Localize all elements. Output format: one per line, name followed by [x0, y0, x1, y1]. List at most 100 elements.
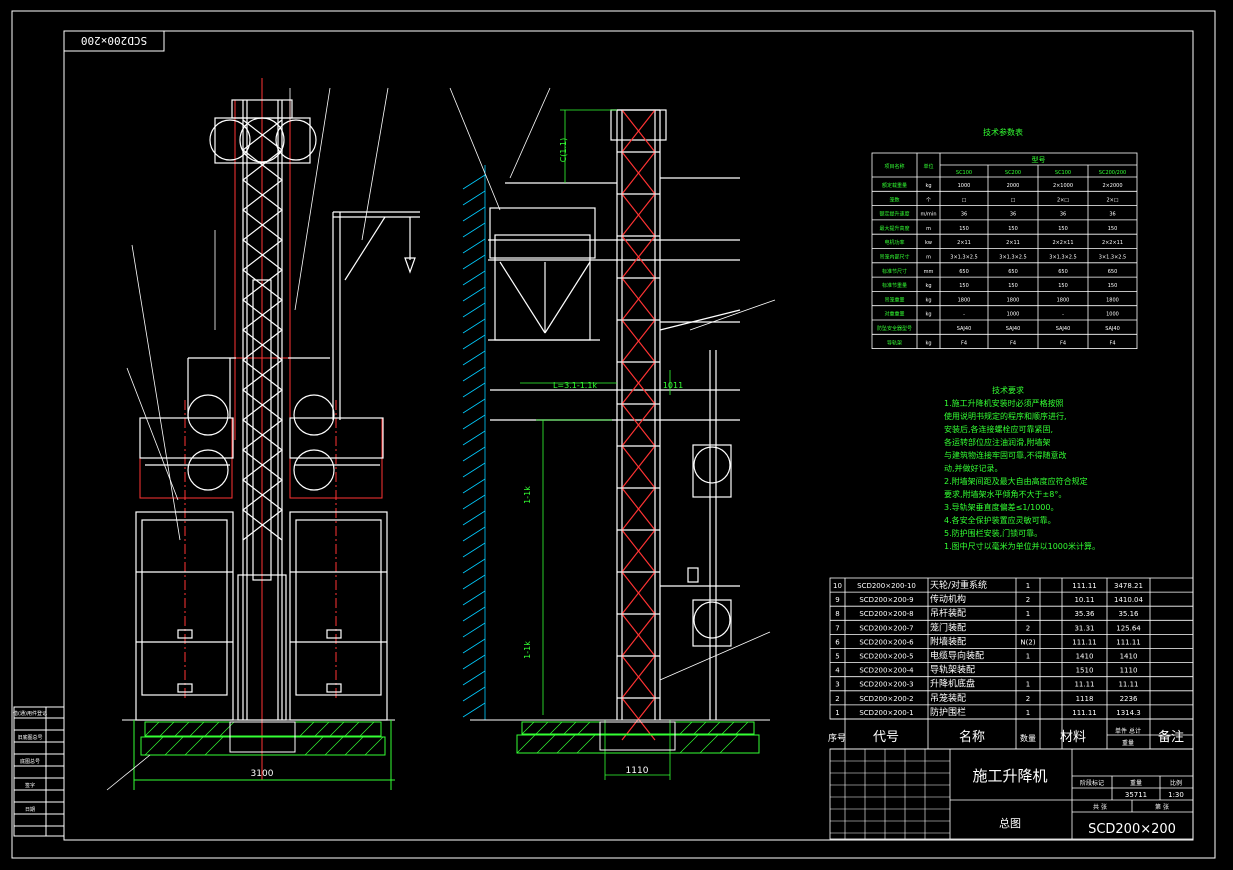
params-cell: 650: [959, 269, 969, 275]
params-col-header: 单位: [923, 163, 933, 170]
parts-cell: 2: [1026, 695, 1030, 703]
params-cell: 额定载重量: [882, 182, 907, 189]
parts-cell: 111.11: [1072, 709, 1097, 717]
tb-sheet2-label: 第 张: [1155, 803, 1169, 811]
params-cell: F4: [1060, 340, 1066, 346]
params-cell: 36: [1109, 212, 1115, 218]
params-cell: 1000: [1106, 312, 1119, 318]
params-cell: kg: [925, 283, 931, 289]
params-cell: □: [962, 197, 967, 203]
parts-cell: 传动机构: [930, 593, 966, 605]
parts-cell: 31.31: [1074, 624, 1094, 632]
parts-cell: 1: [1026, 681, 1030, 689]
params-col-header: SC200/200: [1099, 170, 1126, 176]
params-cell: 个: [926, 197, 931, 203]
main-width-dim: 3100: [251, 769, 274, 779]
params-cell: 2×2×11: [1102, 240, 1123, 246]
params-cell: 650: [1008, 269, 1018, 275]
parts-cell: 升降机底盘: [930, 678, 975, 690]
parts-cell: 9: [835, 596, 839, 604]
parts-cell: N(2): [1020, 638, 1035, 646]
params-cell: 1800: [958, 297, 971, 303]
params-cell: -: [1062, 312, 1064, 318]
tb-stage-label: 阶段标记: [1080, 779, 1104, 787]
params-cell: 150: [959, 283, 969, 289]
left-stamp-label: 签字: [25, 782, 35, 789]
parts-header: 数量: [1020, 733, 1036, 743]
params-cell: 3×1.3×2.5: [1099, 255, 1126, 261]
tb-code: SCD200×200: [1088, 822, 1176, 837]
params-cell: 对重重量: [884, 311, 904, 318]
params-cell: -: [963, 312, 965, 318]
params-cell: F4: [1010, 340, 1016, 346]
params-cell: SAJ40: [1056, 326, 1071, 332]
params-cell: kg: [925, 183, 931, 189]
tb-name: 施工升降机: [972, 767, 1047, 785]
params-cell: 1000: [1007, 312, 1020, 318]
parts-header: 材料: [1060, 730, 1086, 745]
params-cell: kg: [925, 297, 931, 303]
params-cell: 导轨架: [887, 339, 902, 346]
parts-cell: 1118: [1076, 695, 1094, 703]
params-cell: 150: [959, 226, 969, 232]
parts-cell: 2: [1026, 624, 1030, 632]
parts-cell: 35.36: [1074, 610, 1095, 618]
parts-cell: 2236: [1120, 695, 1138, 703]
params-cell: m: [926, 255, 931, 261]
parts-cell: 电缆导向装配: [930, 650, 984, 662]
tech-line: 使用说明书规定的程序和顺序进行,: [944, 411, 1067, 421]
tech-line: 5.防护围栏安装,门锁可靠。: [944, 528, 1042, 538]
params-cell: 2×□: [1057, 197, 1069, 203]
params-cell: 150: [1108, 226, 1118, 232]
params-cell: 150: [1108, 283, 1118, 289]
params-cell: 1000: [958, 183, 971, 189]
dim-mid-right: 1011: [663, 381, 683, 390]
dim-mid2: 1-1k: [523, 486, 532, 504]
parts-cell: 吊笼装配: [930, 692, 966, 704]
stamp-top-text: SCD200×200: [81, 34, 147, 47]
params-cell: 150: [1008, 283, 1018, 289]
parts-cell: 防护围栏: [930, 706, 966, 718]
parts-cell: 2: [1026, 596, 1030, 604]
params-cell: □: [1011, 197, 1016, 203]
params-cell: 电机功率: [884, 239, 904, 246]
params-cell: 防坠安全器型号: [877, 325, 912, 332]
params-cell: 3×1.3×2.5: [950, 255, 977, 261]
side-base-dim: 1110: [626, 766, 649, 776]
parts-cell: 3: [835, 681, 839, 689]
parts-cell: 笼门装配: [930, 621, 966, 633]
params-group-header: 型号: [1032, 155, 1046, 164]
left-stamp-grid: [13, 706, 65, 837]
params-cell: 额定提升速度: [879, 211, 909, 218]
tech-line: 安装后,各连接螺栓应可靠紧固,: [944, 424, 1053, 434]
dim-top: C(1.1): [559, 138, 568, 163]
params-col-header: SC100: [1055, 170, 1071, 176]
params-cell: 吊笼内部尺寸: [879, 254, 909, 261]
parts-cell: 1410.04: [1114, 596, 1143, 604]
tb-weight-label: 重量: [1130, 779, 1142, 787]
parts-cell: 1: [835, 709, 839, 717]
params-cell: 2×1000: [1053, 183, 1073, 189]
params-cell: 吊笼重量: [884, 296, 904, 303]
tech-line: 各运转部位应注油润滑,附墙架: [944, 437, 1051, 447]
tech-line: 1.施工升降机安装时必须严格按照: [944, 398, 1064, 408]
parts-cell: SCD200×200-2: [859, 695, 913, 703]
params-cell: kw: [925, 240, 932, 246]
params-cell: 150: [1058, 283, 1068, 289]
params-cell: F4: [961, 340, 967, 346]
params-cell: 2×□: [1106, 197, 1118, 203]
parts-cell: SCD200×200-1: [859, 709, 913, 717]
parts-cell: 1: [1026, 582, 1030, 590]
parts-cell: SCD200×200-10: [857, 582, 916, 590]
parts-header: 名称: [959, 729, 985, 745]
tech-title: 技术要求: [992, 385, 1024, 395]
tech-line: 2.附墙架间距及最大自由高度应符合规定: [944, 476, 1088, 486]
params-cell: 36: [1010, 212, 1016, 218]
tb-scale-label: 比例: [1170, 779, 1182, 787]
params-col-header: SC200: [1005, 170, 1021, 176]
params-cell: 笼数: [889, 196, 899, 203]
parts-cell: 1410: [1076, 653, 1094, 661]
tech-line: 与建筑物连接牢固可靠,不得随意改: [944, 450, 1067, 460]
